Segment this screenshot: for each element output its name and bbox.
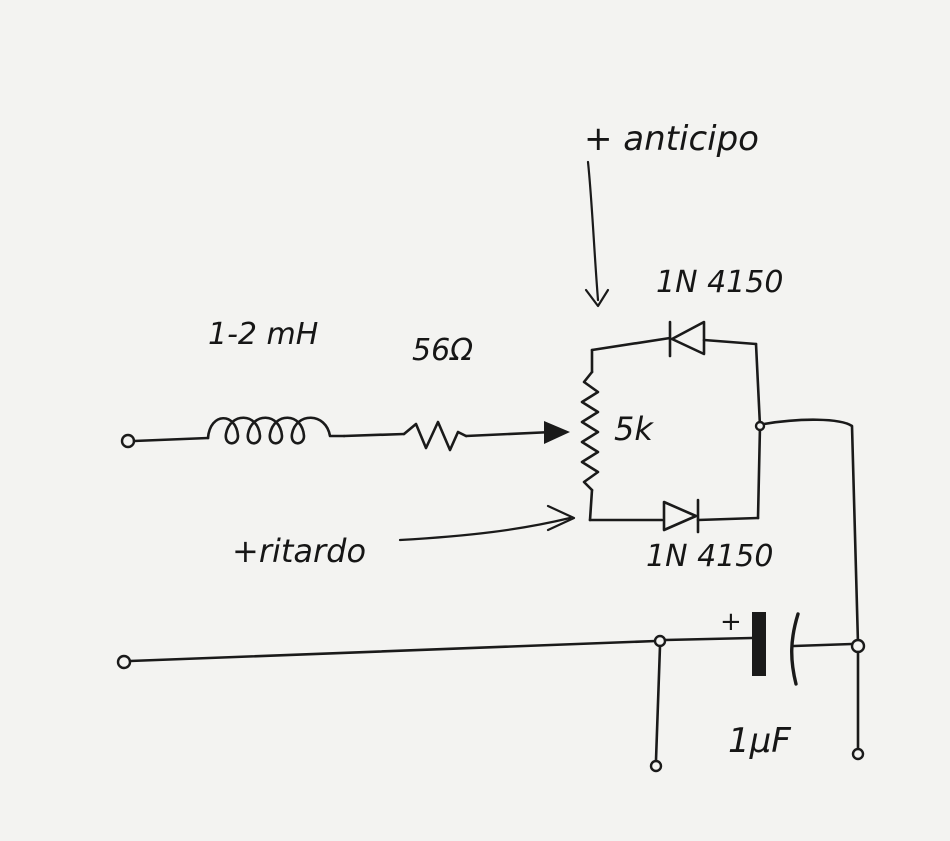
capacitor-plate-negative (790, 612, 800, 686)
wire-resistor-to-pot-wiper (464, 430, 554, 438)
wire-ground-down (654, 644, 662, 762)
output-terminal-right (851, 747, 865, 761)
wire-inductor-to-resistor (342, 432, 406, 438)
pot-bottom-lead (588, 488, 594, 522)
label-capacitor: 1μF (728, 721, 791, 761)
wiper-arrow (544, 421, 570, 444)
wire-to-capacitor (663, 636, 754, 642)
node-output (850, 638, 866, 654)
diode-bottom-triangle (662, 500, 698, 532)
output-terminal-left (649, 759, 663, 773)
wire-diode-bottom-right (696, 516, 760, 522)
label-diode-bottom: 1N 4150 (646, 539, 773, 574)
input-terminal-bottom (116, 654, 132, 670)
node-diodes (754, 420, 766, 432)
label-inductor: 1-2 mH (208, 317, 318, 352)
label-potentiometer: 5k (614, 410, 654, 448)
resistor-symbol (402, 420, 468, 452)
wire-ground (128, 639, 658, 663)
wire-input-to-inductor (132, 436, 210, 443)
input-terminal-top (120, 433, 136, 449)
ritardo-arrow-line (398, 516, 572, 542)
label-resistor: 56Ω (412, 333, 473, 368)
wire-capacitor-to-output (792, 642, 854, 648)
anticipo-arrow-head (584, 288, 610, 308)
potentiometer-symbol (580, 370, 600, 492)
label-cap-polarity: + (720, 607, 742, 637)
node-ground (653, 634, 667, 648)
anticipo-arrow-line (586, 160, 600, 302)
label-ritardo: +ritardo (232, 532, 366, 570)
wire-pot-top-to-diode (590, 336, 672, 352)
label-anticipo: + anticipo (584, 119, 759, 159)
wire-junction-to-output (762, 418, 860, 646)
diode-top-triangle (670, 320, 706, 356)
capacitor-plate-positive (752, 612, 766, 676)
wire-diode-top-right (702, 338, 758, 346)
ritardo-arrow-head (546, 504, 576, 532)
inductor-symbol (206, 416, 346, 445)
label-diode-top: 1N 4150 (656, 265, 783, 300)
